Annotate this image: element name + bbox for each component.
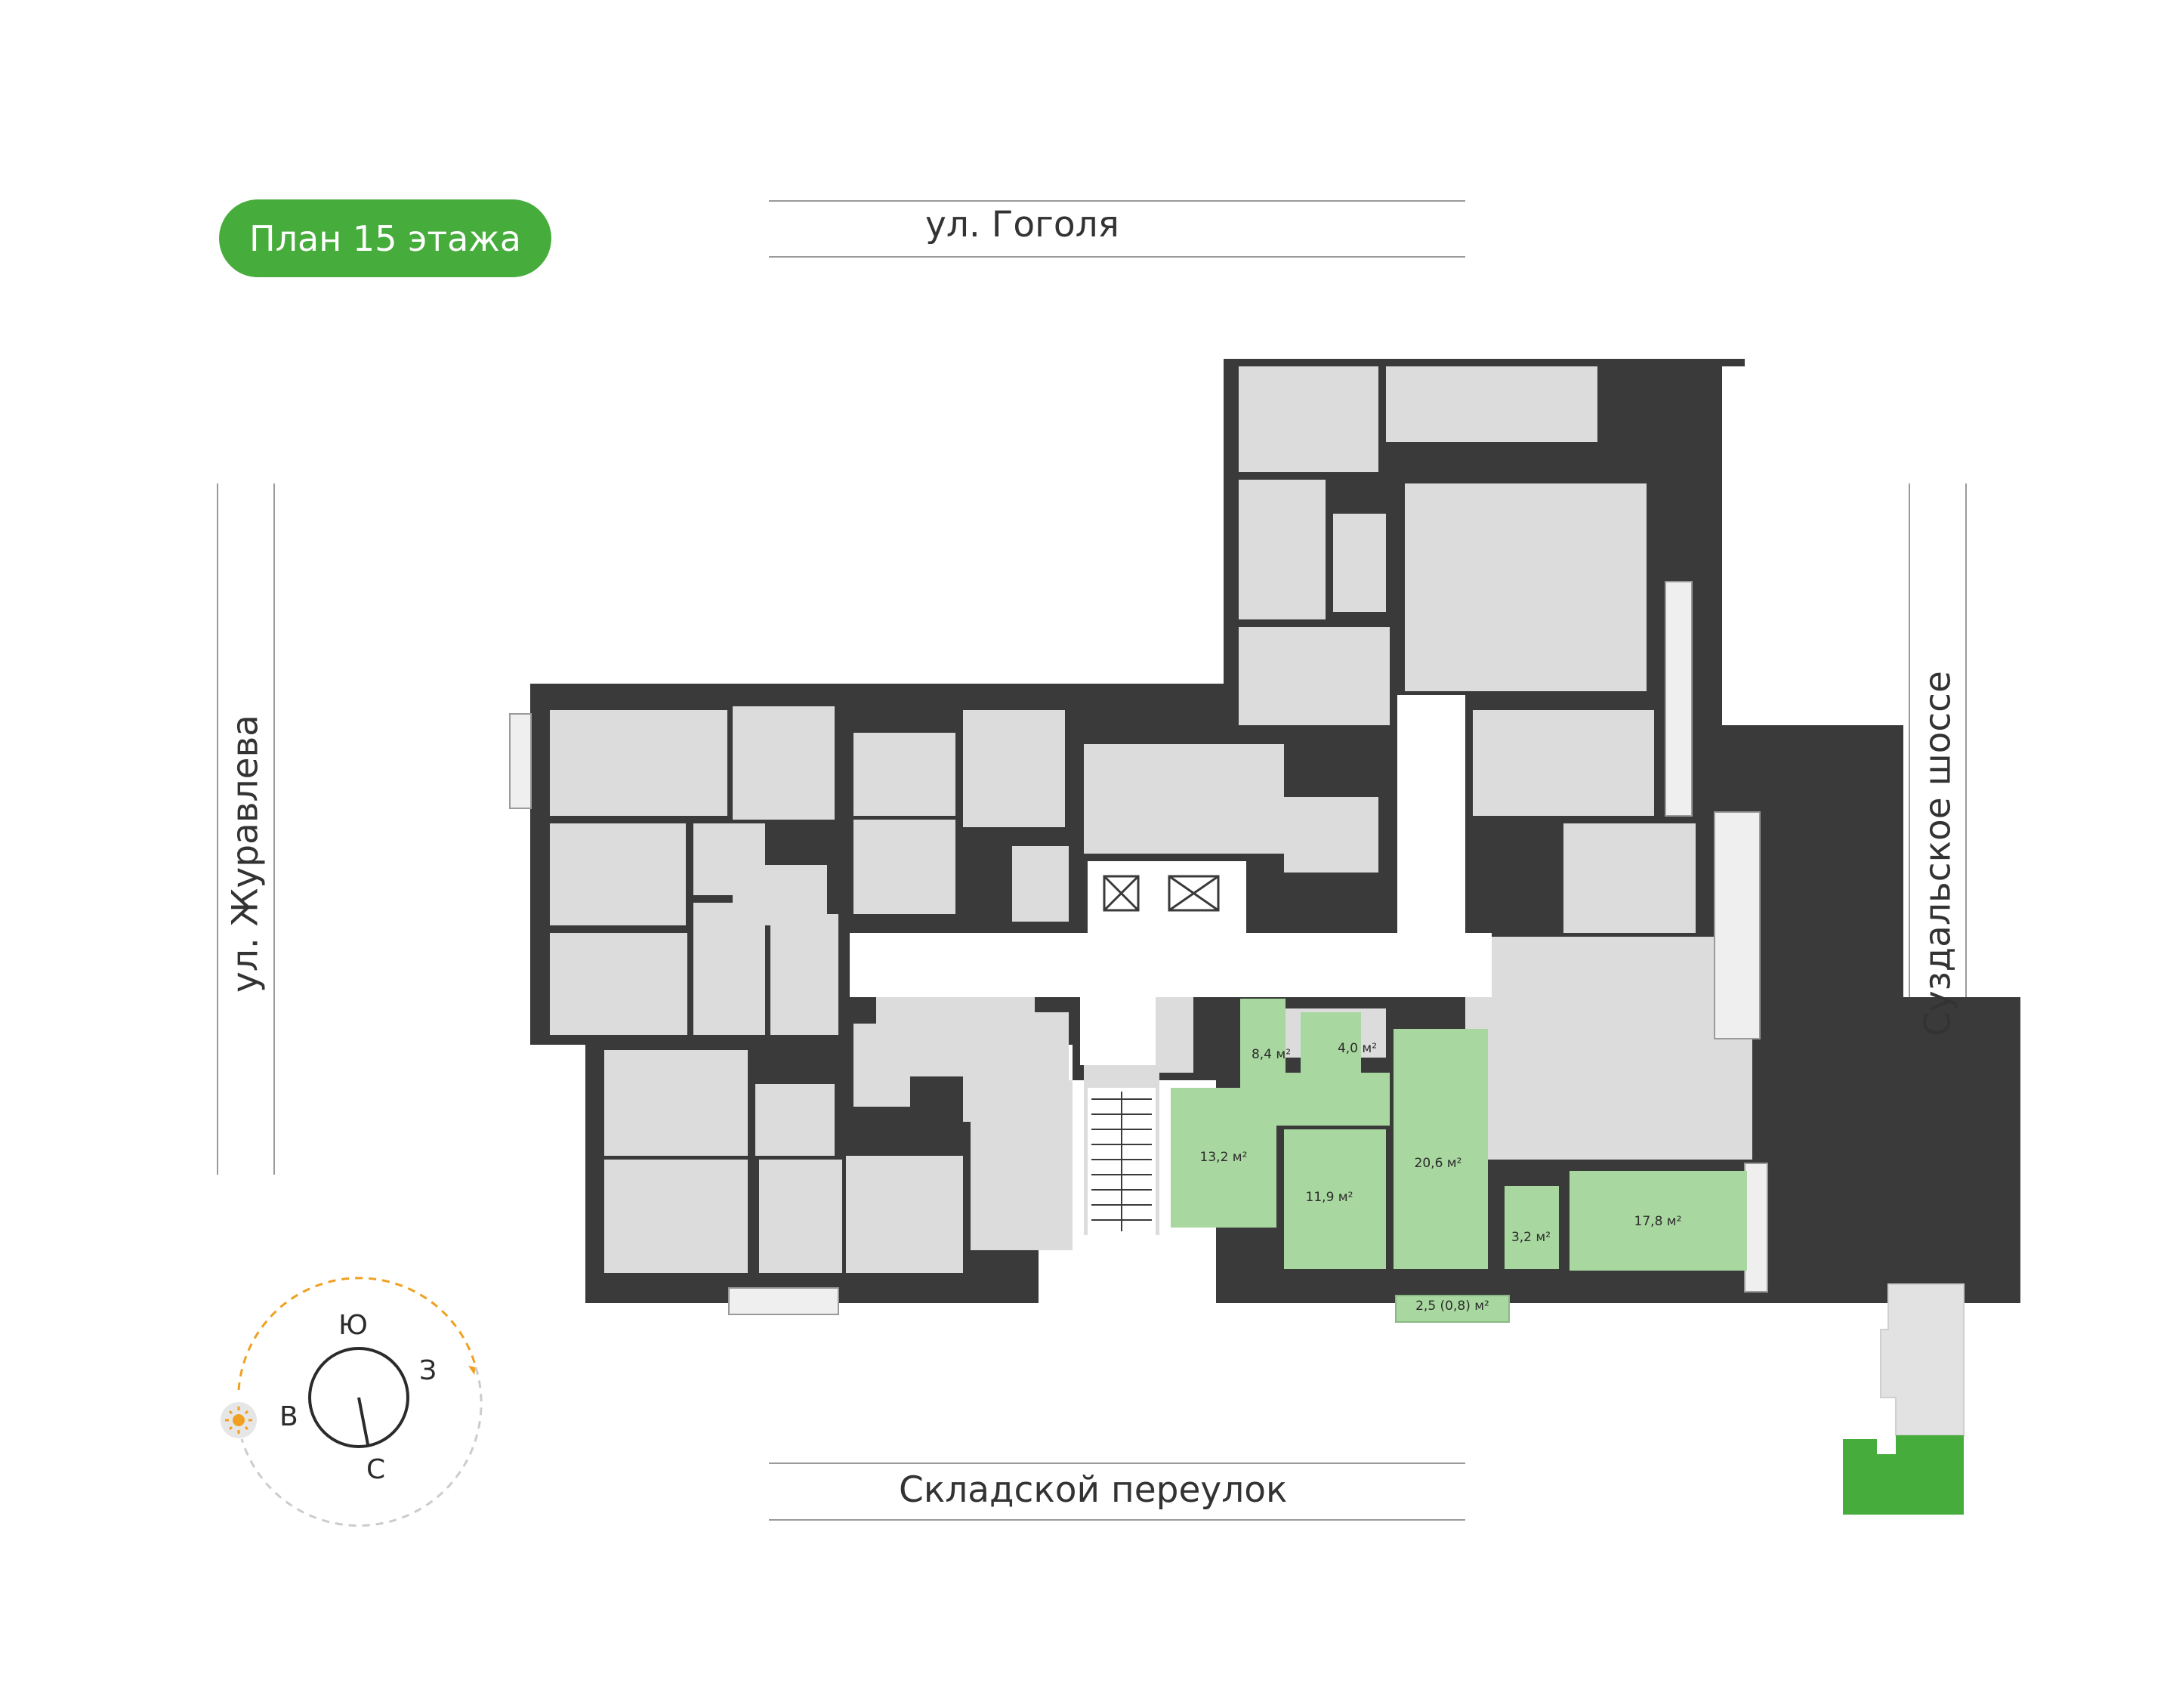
building-locator-map <box>1843 1283 1965 1515</box>
area-wc: 3,2 м² <box>1511 1230 1551 1245</box>
highlighted-apartment[interactable] <box>1171 999 1747 1323</box>
compass-west: З <box>419 1355 437 1386</box>
compass: Ю З В С <box>221 1277 483 1527</box>
area-room1: 13,2 м² <box>1200 1150 1248 1165</box>
balcony-apartment[interactable] <box>1395 1295 1510 1323</box>
area-bath: 4,0 м² <box>1338 1041 1377 1056</box>
area-room3: 17,8 м² <box>1634 1214 1682 1229</box>
balconies <box>509 581 1768 1315</box>
room-3[interactable] <box>1569 1171 1747 1271</box>
area-room2: 11,9 м² <box>1306 1190 1353 1205</box>
sun-icon <box>221 1402 257 1438</box>
elevators <box>1103 875 1220 912</box>
street-south: Складской переулок <box>899 1469 1288 1511</box>
corridor <box>850 695 1492 1065</box>
compass-east: В <box>279 1401 298 1432</box>
street-north: ул. Гоголя <box>925 204 1119 246</box>
street-lines <box>217 200 1967 1521</box>
street-west: ул. Журавлева <box>224 715 267 993</box>
compass-south: Ю <box>338 1310 368 1341</box>
room-hall[interactable] <box>1240 999 1286 1073</box>
room-kitchen[interactable] <box>1394 1029 1488 1269</box>
area-hall: 8,4 м² <box>1252 1047 1291 1062</box>
street-east: Суздальское шоссе <box>1917 671 1959 1036</box>
floor-badge: План 15 этажа <box>219 199 551 277</box>
area-kitchen: 20,6 м² <box>1415 1156 1462 1171</box>
stairs <box>1088 1088 1156 1235</box>
room-1[interactable] <box>1171 1088 1276 1228</box>
room-wc[interactable] <box>1505 1186 1559 1269</box>
compass-north: С <box>366 1454 385 1485</box>
area-balcony: 2,5 (0,8) м² <box>1415 1299 1489 1314</box>
area-labels: 8,4 м² 4,0 м² 13,2 м² 11,9 м² 20,6 м² 3,… <box>1200 1041 1682 1314</box>
room-2[interactable] <box>1284 1129 1386 1269</box>
